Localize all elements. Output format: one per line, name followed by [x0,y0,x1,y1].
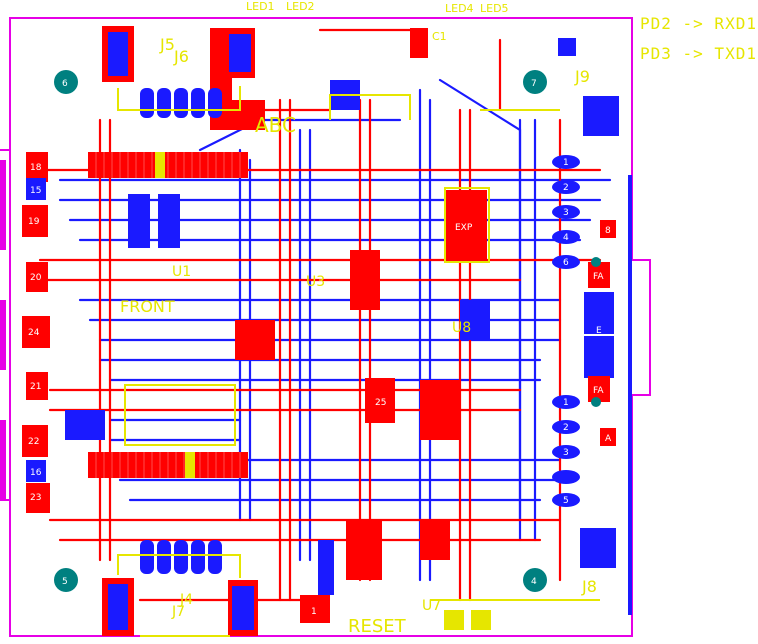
pad-label: A [605,434,612,444]
hole-label: 4 [531,577,537,587]
mount-hole [523,568,547,592]
mount-hole [54,70,78,94]
pad-label: 2 [563,423,569,433]
pad-label: 4 [563,233,569,243]
pad-label: 2 [563,183,569,193]
connector-label: J8 [581,577,597,596]
mount-hole [523,70,547,94]
pad-label: 6 [563,258,569,268]
pad-label: FA [593,272,604,282]
right-pad-column [552,155,616,507]
silk-label: U1 [172,264,191,280]
pad-label: 23 [30,493,41,503]
pad-label: 3 [563,448,569,458]
connector-label: J5 [159,35,175,54]
pad-label: 18 [30,163,42,173]
pad-label: E [596,326,602,336]
pad-label: 8 [605,226,611,236]
silk-label: RESET [348,616,407,637]
silk-label: LED2 [286,0,315,13]
uart-note-rx: PD2 -> RXD1 [640,14,757,33]
connector-label: J4 [179,592,193,608]
hole-label: 5 [62,577,68,587]
silk-label: ABC [255,113,296,137]
chip-label: EXP [455,223,473,233]
silk-label: LED1 [246,0,275,13]
pad-label: 1 [563,158,569,168]
pad-label: 15 [30,186,41,196]
pad-label: 5 [563,496,569,506]
silk-label: LED5 [480,2,509,15]
silkscreen-text: LED1 LED2 LED4 LED5 J5 J6 J9 J8 J7 J4 AB… [28,0,612,637]
hole-label: 6 [62,79,68,89]
pad-label: 24 [28,328,40,338]
connector-label: J7 [171,604,185,620]
pad-label: 19 [28,217,40,227]
pad-label: 1 [311,607,317,617]
connector-label: J9 [574,67,590,86]
mount-hole [54,568,78,592]
left-pad-column [22,152,50,513]
silk-label: U7 [422,598,441,614]
pad-label: FA [593,386,604,396]
trace-field [38,28,612,602]
hole-label: 7 [531,79,537,89]
silk-label: U8 [452,320,471,336]
silk-label: U3 [306,274,325,290]
pad-label: 3 [563,208,569,218]
pad-label: 20 [30,273,42,283]
connector-label: J6 [173,47,189,66]
chip-25 [365,378,395,423]
silk-label: C1 [432,30,447,43]
exp-chip [445,190,487,260]
pad-label: 1 [563,398,569,408]
header-row-bottom [140,540,222,574]
silk-label: FRONT [120,297,175,316]
pad-label: 16 [30,468,42,478]
header-row-top [140,88,222,118]
pad-label: 22 [28,437,39,447]
uart-note-tx: PD3 -> TXD1 [640,44,757,63]
silk-label: LED4 [445,2,474,15]
pad-label: 21 [30,382,41,392]
chip-label: 25 [375,398,386,408]
